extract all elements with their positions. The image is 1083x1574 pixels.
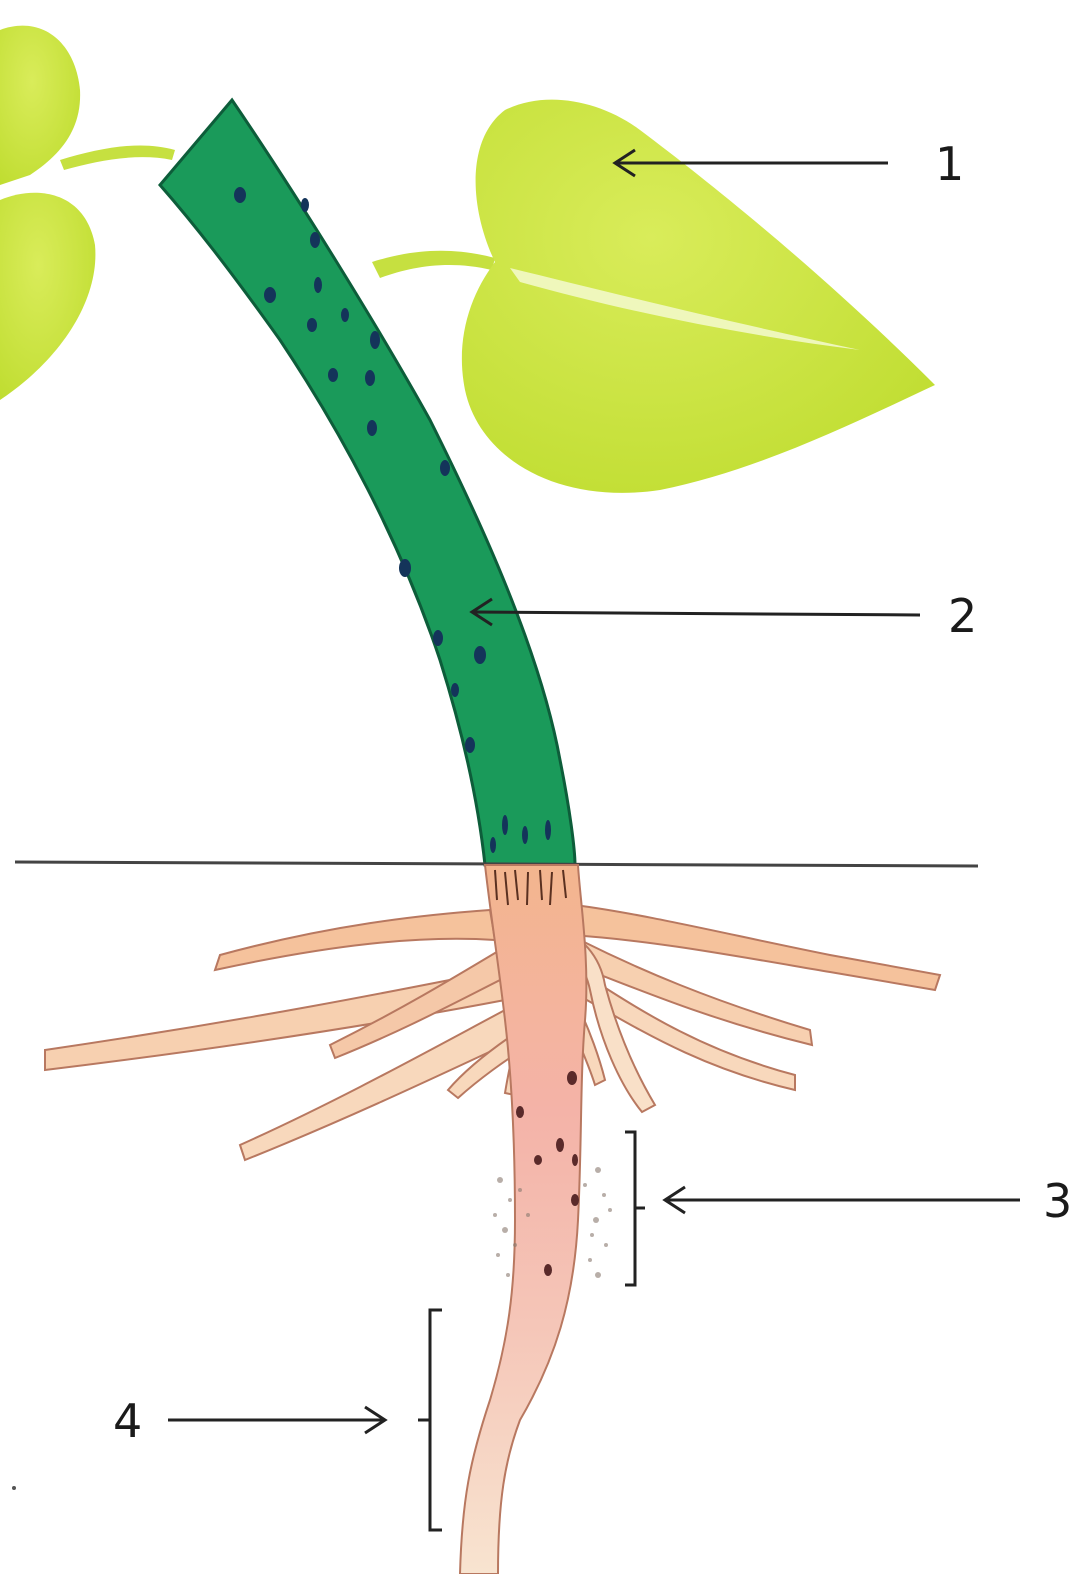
label-4: 4	[113, 1394, 142, 1448]
label-2: 2	[948, 589, 977, 643]
bracket-4	[418, 1310, 442, 1530]
arrow-2	[472, 599, 920, 625]
leaf-blade	[462, 100, 935, 493]
left-leaf-petiole	[60, 145, 175, 170]
left-leaf-lower	[0, 193, 95, 400]
roots	[45, 865, 940, 1574]
label-3: 3	[1043, 1174, 1072, 1228]
bracket-3	[625, 1132, 645, 1285]
arrow-4	[168, 1407, 385, 1433]
speck	[12, 1486, 16, 1490]
lateral-roots	[45, 905, 940, 1160]
leaf	[372, 100, 935, 493]
arrow-3	[665, 1187, 1020, 1213]
leaf-petiole	[372, 251, 495, 278]
label-1: 1	[935, 137, 964, 191]
left-leaves	[0, 26, 175, 400]
